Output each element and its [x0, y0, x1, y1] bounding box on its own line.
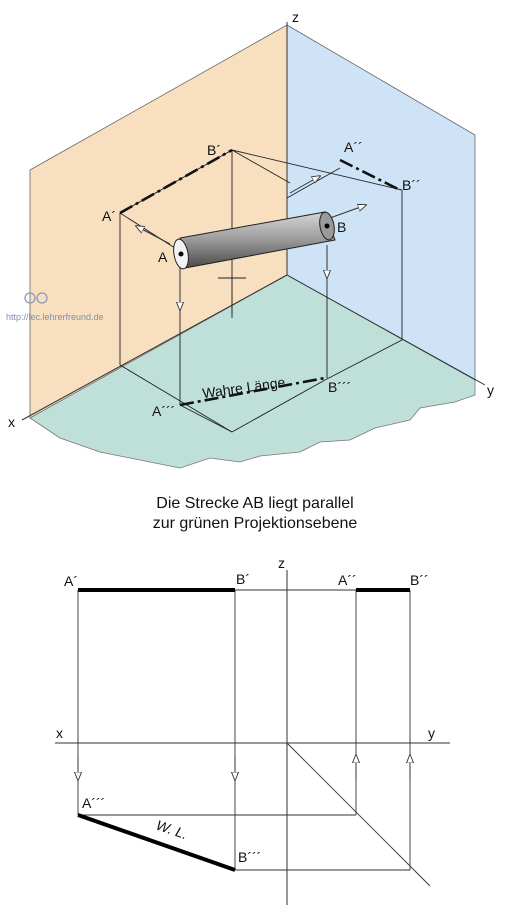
ortho-axis-x-label: x	[56, 725, 63, 741]
ortho-true-length-label: W. L.	[154, 817, 190, 843]
axis-y-line	[286, 274, 486, 386]
projected-segments	[119, 148, 401, 407]
iso-label-b-top: B´´´	[328, 379, 351, 395]
ortho-label-b-top: B´´´	[238, 849, 261, 865]
isometric-view: z x y A B A´ B´ A´´ B´´ A´´´ B´´´ Wahre …	[6, 9, 494, 469]
side-projection-segment	[339, 158, 401, 192]
watermark-logo: http://lec.lehrerfreund.de	[6, 292, 104, 322]
iso-label-b-front: B´	[207, 142, 221, 158]
floor-projection-plane	[29, 274, 476, 469]
ortho-axis-y-label: y	[428, 725, 435, 741]
iso-label-a-side: A´´	[344, 139, 363, 155]
ortho-label-b-front: B´	[236, 571, 250, 587]
orthographic-view: z x y A´ B´ A´´ B´´ A´´´ B´´´ W. L.	[55, 555, 450, 905]
iso-label-a-front: A´	[102, 208, 116, 224]
ortho-axis-z-label: z	[278, 555, 285, 571]
caption-line-2: zur grünen Projektionsebene	[152, 515, 358, 532]
ortho-label-b-side: B´´	[410, 572, 429, 588]
iso-label-a-top: A´´´	[152, 403, 175, 419]
iso-label-b-side: B´´	[402, 177, 421, 193]
projection-arrows	[136, 176, 366, 310]
ortho-top-segment	[77, 813, 236, 872]
ortho-label-a-front: A´	[64, 573, 78, 589]
projection-box	[119, 149, 403, 433]
iso-label-b: B	[337, 219, 346, 235]
watermark-url: http://lec.lehrerfreund.de	[6, 312, 104, 322]
axis-x-line	[21, 274, 288, 421]
iso-axis-x-label: x	[8, 414, 15, 430]
iso-label-a: A	[158, 249, 168, 265]
front-projection-segment	[119, 148, 233, 215]
ortho-label-a-side: A´´	[338, 572, 357, 588]
segment-ab-cylinder	[173, 211, 336, 270]
ortho-label-a-top: A´´´	[82, 795, 105, 811]
iso-axis-z-label: z	[292, 9, 299, 25]
caption-line-1: Die Strecke AB liegt parallel	[156, 495, 354, 512]
iso-axis-y-label: y	[487, 382, 494, 398]
